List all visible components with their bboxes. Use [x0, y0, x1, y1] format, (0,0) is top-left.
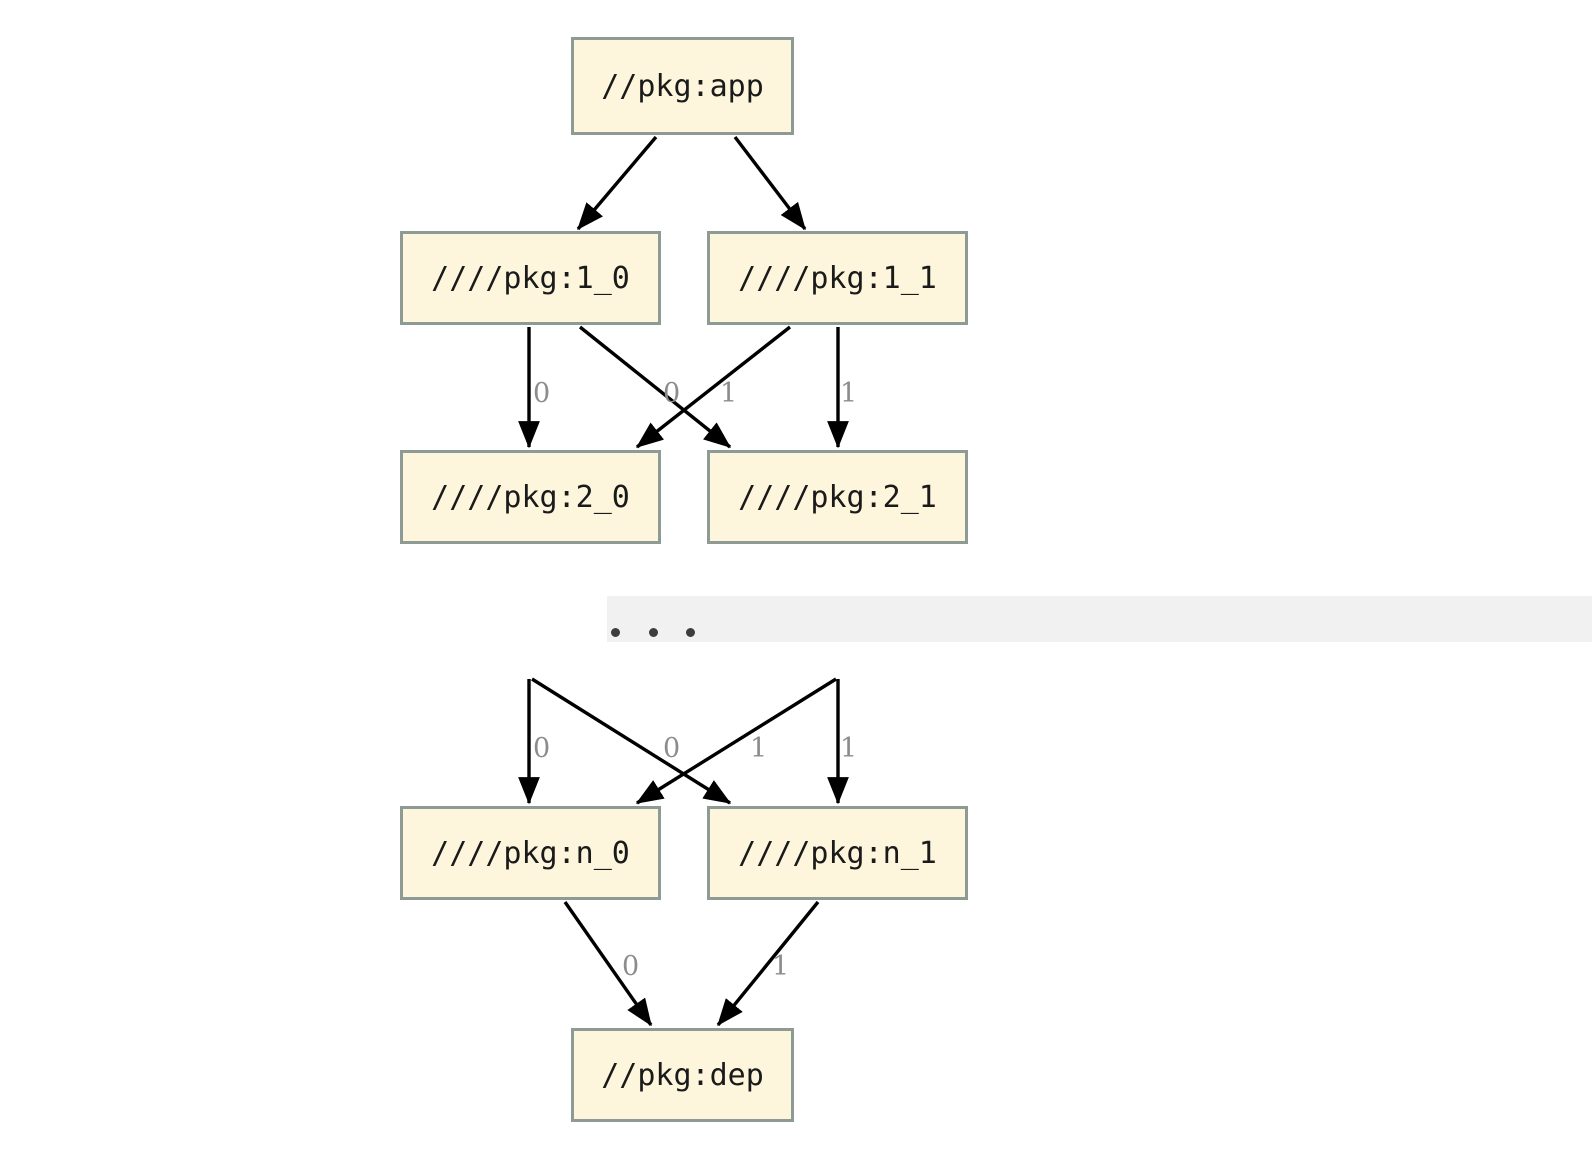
- edge-arrow: [576, 135, 658, 231]
- edge-label: 1: [840, 378, 858, 409]
- node-label: ////pkg:2_0: [431, 479, 630, 515]
- edge-label: 0: [533, 733, 551, 764]
- node-label: ////pkg:1_0: [431, 260, 630, 296]
- node-label: ////pkg:n_1: [738, 835, 937, 871]
- elision-dot: [611, 628, 620, 637]
- node-label: ////pkg:2_1: [738, 479, 937, 515]
- elision-band: [607, 596, 1592, 642]
- edge-arrow: [578, 325, 732, 449]
- node-dep[interactable]: //pkg:dep: [571, 1028, 794, 1122]
- node-nn_0[interactable]: ////pkg:n_0: [400, 806, 661, 900]
- node-n1_0[interactable]: ////pkg:1_0: [400, 231, 661, 325]
- edge-label: 1: [772, 951, 790, 982]
- edge-label: 0: [663, 733, 681, 764]
- edges-group: [518, 135, 849, 1027]
- node-n1_1[interactable]: ////pkg:1_1: [707, 231, 968, 325]
- node-n2_0[interactable]: ////pkg:2_0: [400, 450, 661, 544]
- edge-arrow: [733, 135, 807, 231]
- node-label: ////pkg:1_1: [738, 260, 937, 296]
- node-n2_1[interactable]: ////pkg:2_1: [707, 450, 968, 544]
- edge-arrow: [531, 677, 732, 805]
- edge-label: 1: [840, 733, 858, 764]
- edge-arrow: [635, 677, 837, 805]
- elision-dot: [686, 628, 695, 637]
- elision-dot: [649, 628, 658, 637]
- node-label: //pkg:app: [601, 68, 764, 104]
- node-nn_1[interactable]: ////pkg:n_1: [707, 806, 968, 900]
- edge-label: 1: [750, 733, 768, 764]
- edge-arrow: [635, 325, 792, 449]
- node-label: //pkg:dep: [601, 1057, 764, 1093]
- edge-label: 0: [622, 951, 640, 982]
- node-label: ////pkg:n_0: [431, 835, 630, 871]
- edge-arrow: [716, 900, 820, 1027]
- node-app[interactable]: //pkg:app: [571, 37, 794, 135]
- edge-label: 0: [533, 378, 551, 409]
- edge-arrow: [563, 901, 653, 1027]
- edge-label: 0: [663, 378, 681, 409]
- edge-label: 1: [720, 378, 738, 409]
